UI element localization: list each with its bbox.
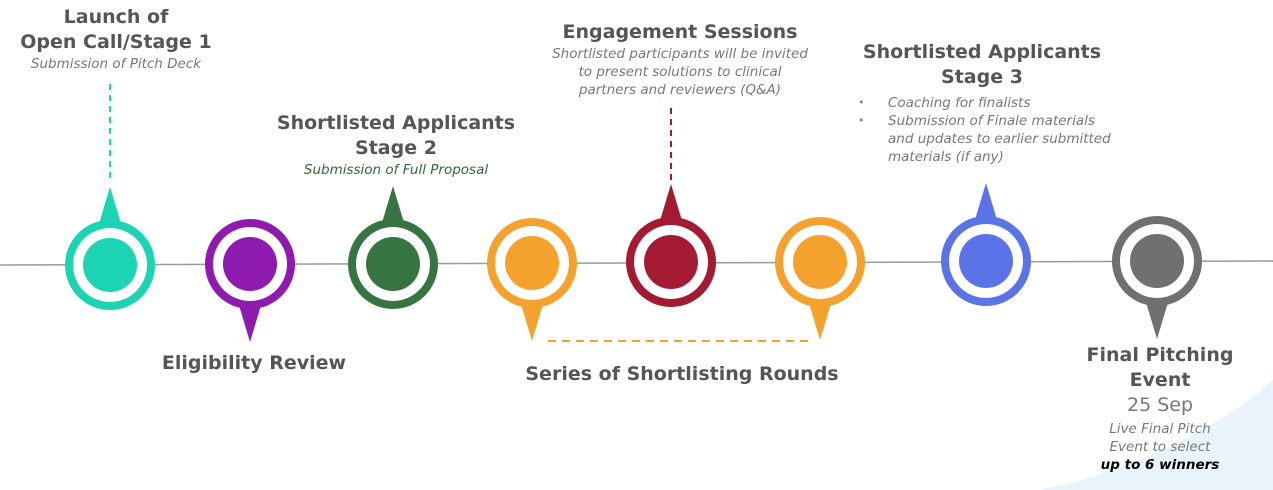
- milestone-final-date: 25 Sep: [1126, 394, 1194, 416]
- milestone-final-label: Final Pitching Event 25 Sep Live Final P…: [1060, 343, 1260, 474]
- stage3-bullet: Submission of Finale materials and updat…: [858, 112, 1148, 166]
- milestone-final-highlight: up to 6 winners: [1100, 457, 1220, 473]
- milestone-marker-round1: [487, 218, 577, 341]
- milestone-stage3-bullets: Coaching for finalists Submission of Fin…: [858, 94, 1148, 166]
- milestone-final-title: Final Pitching Event: [1086, 344, 1234, 391]
- pin-pointer-icon: [1145, 299, 1169, 339]
- milestone-engagement-label: Engagement Sessions Shortlisted particip…: [520, 20, 840, 99]
- milestone-marker-launch: [65, 187, 155, 310]
- milestone-stage3-label: Shortlisted Applicants Stage 3: [846, 40, 1118, 90]
- shortlisting-rounds-label: Series of Shortlisting Rounds: [480, 362, 884, 387]
- milestone-eligibility-label: Eligibility Review: [140, 351, 368, 376]
- milestone-marker-final: [1112, 216, 1202, 339]
- milestone-stage3-title: Shortlisted Applicants Stage 3: [862, 41, 1102, 88]
- pin-pointer-icon: [808, 300, 832, 340]
- milestone-marker-stage3: [941, 183, 1031, 306]
- milestone-launch-label: Launch of Open Call/Stage 1 Submission o…: [0, 5, 232, 73]
- marker-core-dot: [1130, 234, 1184, 288]
- marker-core-dot: [223, 237, 277, 291]
- milestone-engagement-subtitle: Shortlisted participants will be invited…: [552, 46, 808, 98]
- pin-pointer-icon: [659, 184, 683, 224]
- pin-pointer-icon: [381, 186, 405, 226]
- milestone-launch-subtitle: Submission of Pitch Deck: [30, 56, 202, 72]
- milestone-eligibility-title: Eligibility Review: [161, 352, 347, 374]
- marker-core-dot: [644, 235, 698, 289]
- milestone-launch-title: Launch of Open Call/Stage 1: [20, 6, 212, 53]
- milestone-engagement-title: Engagement Sessions: [562, 21, 798, 43]
- milestone-marker-eligibility: [205, 219, 295, 342]
- milestone-stage2-label: Shortlisted Applicants Stage 2 Submissio…: [258, 111, 534, 179]
- shortlisting-rounds-title: Series of Shortlisting Rounds: [525, 363, 839, 385]
- marker-core-dot: [83, 238, 137, 292]
- milestone-marker-round2: [775, 217, 865, 340]
- marker-core-dot: [366, 237, 420, 291]
- marker-core-dot: [793, 235, 847, 289]
- milestone-marker-stage2: [348, 186, 438, 309]
- stage3-bullet: Coaching for finalists: [858, 94, 1148, 112]
- milestone-stage2-subtitle: Submission of Full Proposal: [303, 162, 489, 178]
- milestone-marker-engagement: [626, 184, 716, 307]
- marker-core-dot: [505, 236, 559, 290]
- marker-core-dot: [959, 234, 1013, 288]
- background-accent-shape: [1040, 380, 1273, 490]
- milestone-final-subtitle: Live Final Pitch Event to select: [1109, 421, 1211, 455]
- pin-pointer-icon: [98, 187, 122, 227]
- milestone-stage2-title: Shortlisted Applicants Stage 2: [276, 112, 516, 159]
- pin-pointer-icon: [520, 301, 544, 341]
- pin-pointer-icon: [238, 302, 262, 342]
- pin-pointer-icon: [974, 183, 998, 223]
